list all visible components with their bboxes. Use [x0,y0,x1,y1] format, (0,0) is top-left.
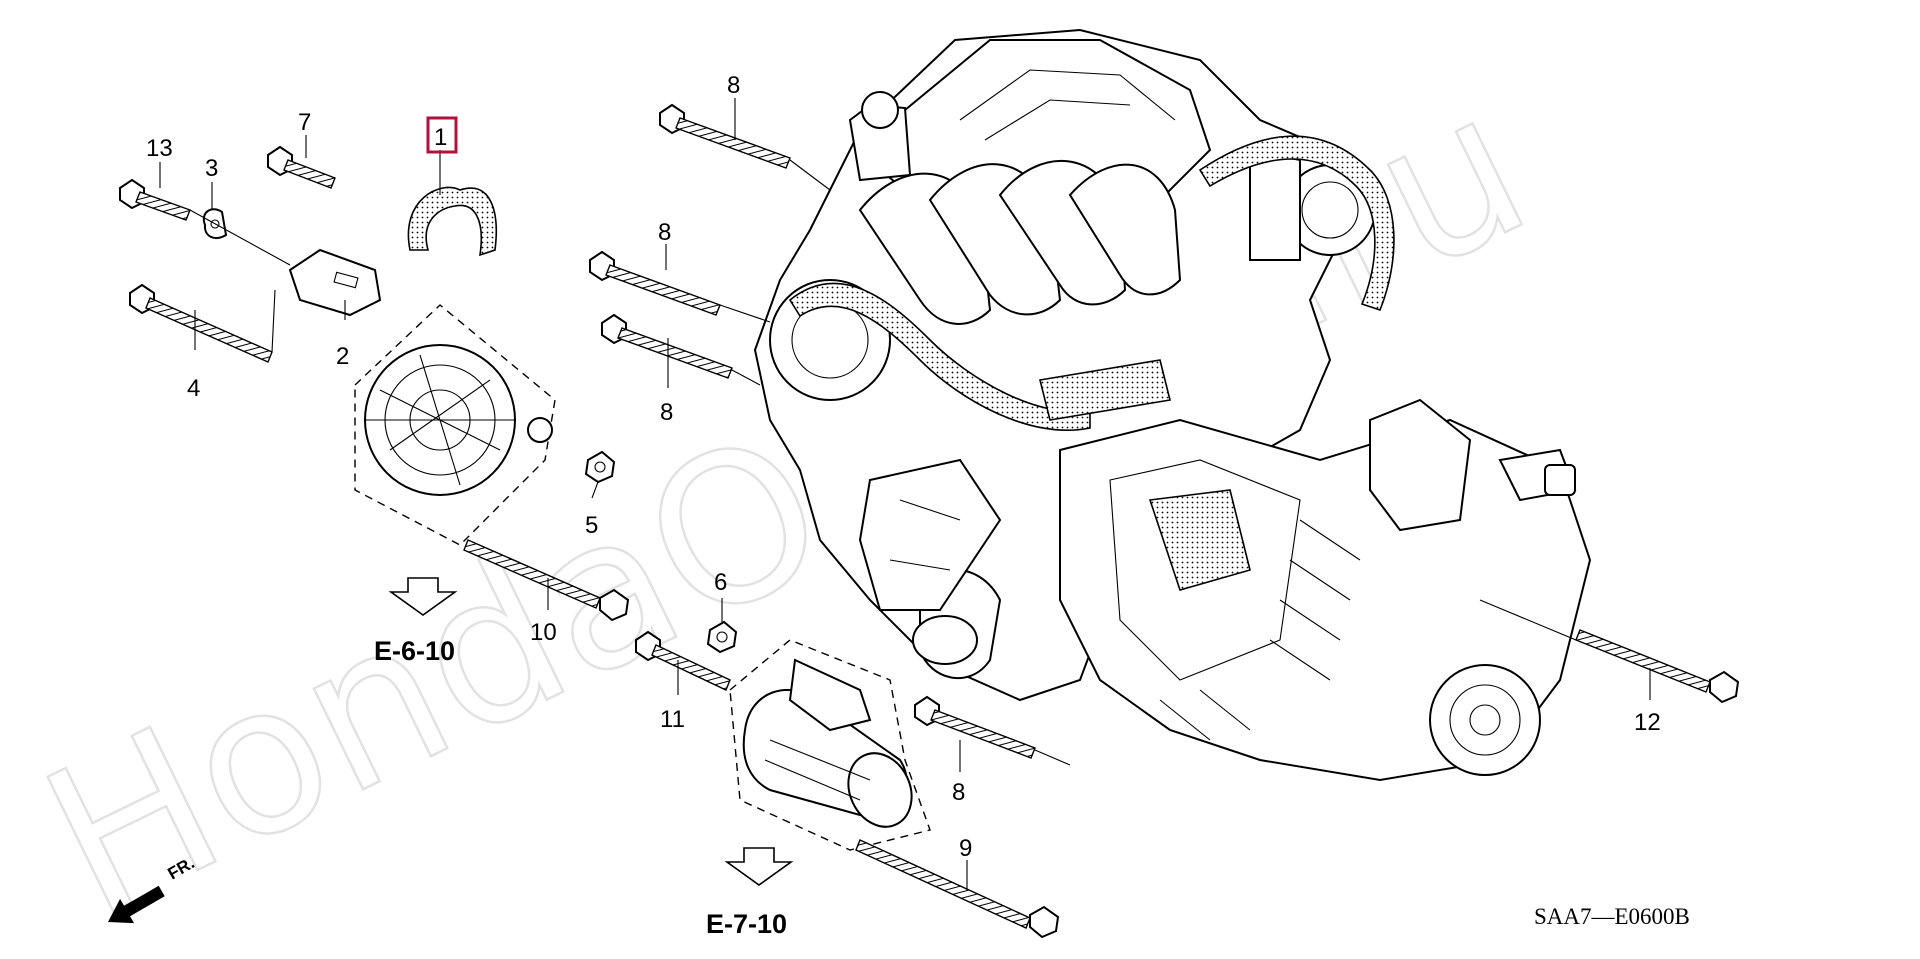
front-direction-arrow [108,885,165,924]
callout-6[interactable]: 6 [714,569,727,596]
part-8-bolt-starter[interactable] [914,695,1036,759]
ref-arrow-e-6-10 [388,577,458,616]
reference-link-e-7-10[interactable]: E-7-10 [706,909,787,939]
callout-13[interactable]: 13 [146,135,173,162]
part-1-harness-clip[interactable] [407,186,498,257]
callout-2[interactable]: 2 [336,343,349,370]
callout-10[interactable]: 10 [530,619,557,646]
highlight-box-part-1 [426,116,458,154]
callout-11[interactable]: 11 [660,706,685,733]
callout-4[interactable]: 4 [187,375,200,402]
part-8-bolt-top[interactable] [659,103,791,169]
part-8-bolt-middle[interactable] [589,250,721,316]
callout-3[interactable]: 3 [205,155,218,182]
diagram-code: SAA7—E0600B [1534,904,1690,929]
ref-arrow-e-7-10 [724,847,794,886]
part-12-bolt[interactable] [1575,629,1740,704]
callout-7[interactable]: 7 [298,109,311,136]
part-6-nut[interactable] [706,620,738,654]
callout-1[interactable]: 1 [434,124,447,151]
part-2-bracket[interactable] [288,248,382,317]
part-7-bolt[interactable] [267,145,336,189]
engine-transmission-assembly [753,28,1592,782]
callout-9[interactable]: 9 [959,835,972,862]
part-10-bolt[interactable] [463,539,630,622]
alternator-group [354,304,556,546]
part-9-bolt[interactable] [855,839,1060,939]
reference-link-e-6-10[interactable]: E-6-10 [374,636,455,666]
callout-8-top[interactable]: 8 [727,72,740,99]
part-5-nut[interactable] [584,450,616,484]
callout-8-lower[interactable]: 8 [660,399,673,426]
callout-12[interactable]: 12 [1634,709,1661,736]
callout-8-starter[interactable]: 8 [952,779,965,806]
part-13-bolt[interactable] [119,178,191,221]
part-4-bolt[interactable] [129,283,273,363]
leader-lines [159,98,1651,890]
starter-group [729,639,931,851]
callout-5[interactable]: 5 [585,512,598,539]
callout-8-middle[interactable]: 8 [658,219,671,246]
part-11-bolt[interactable] [635,630,731,691]
part-8-bolt-lower[interactable] [601,313,733,379]
